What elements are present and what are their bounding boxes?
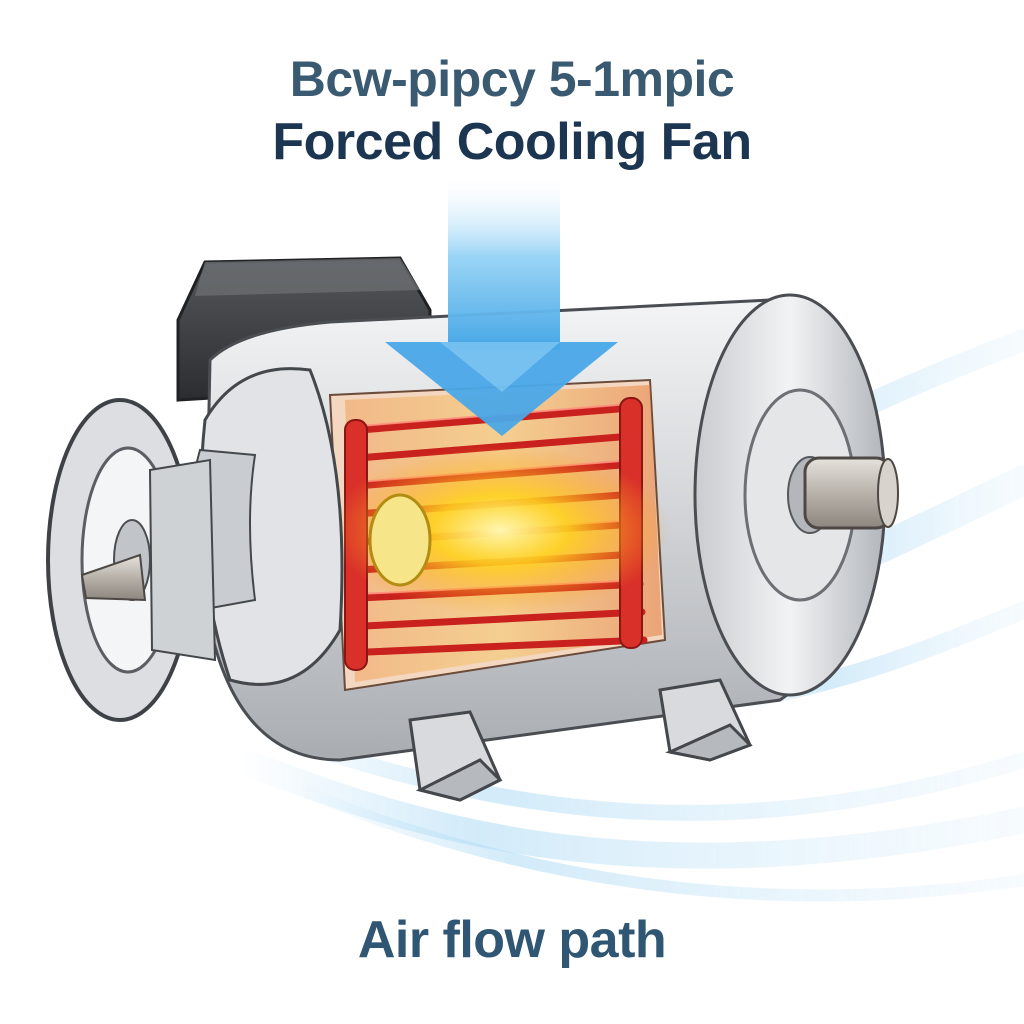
stator-cutaway xyxy=(328,378,670,692)
right-shaft xyxy=(803,456,899,530)
pulley-wheel xyxy=(46,398,217,722)
diagram-title-line-2: Forced Cooling Fan xyxy=(272,113,752,171)
down-arrow-icon xyxy=(385,180,618,436)
diagram-title-line-1: Bcw-pipcy 5-1mpic xyxy=(289,51,735,107)
mounting-feet xyxy=(408,678,753,802)
airflow-caption: Air flow path xyxy=(357,911,667,969)
left-shaft xyxy=(80,553,147,602)
